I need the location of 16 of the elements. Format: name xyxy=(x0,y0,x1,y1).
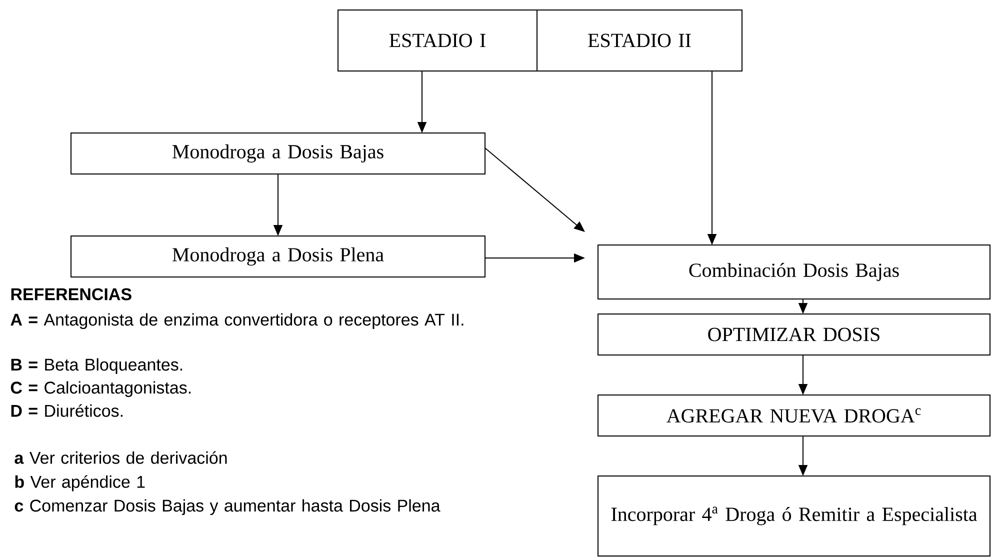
legend-text: C = Calcioantagonistas. xyxy=(10,381,191,398)
process-box: Monodroga a Dosis Bajas xyxy=(70,132,486,174)
process-box: Monodroga a Dosis Plena xyxy=(70,236,486,278)
process-box: Incorporar 4$^{a}$ Droga ó Remitir a Especialista xyxy=(598,476,990,556)
process-box: AGREGAR NUEVA DROGA$^{c}$ xyxy=(598,394,990,436)
legend-text: REFERENCIAS xyxy=(11,288,132,300)
process-box: ESTADIO II xyxy=(536,10,742,72)
legend-text: a Ver criterios de derivación xyxy=(14,451,227,464)
process-box: Combinación Dosis Bajas xyxy=(598,244,990,300)
process-box: ESTADIO I xyxy=(338,10,538,72)
legend-text: B = Beta Bloqueantes. xyxy=(11,358,182,374)
legend-text: c Comenzar Dosis Bajas y aumentar hasta Dosis Plena xyxy=(14,499,440,516)
legend-text: A = Antagonista de enzima convertidora o receptores AT II. xyxy=(10,313,464,330)
process-box: OPTIMIZAR DOSIS xyxy=(598,314,990,356)
legend-text: D = Diuréticos. xyxy=(11,404,122,417)
legend-text: b Ver apéndice 1 xyxy=(15,475,145,492)
